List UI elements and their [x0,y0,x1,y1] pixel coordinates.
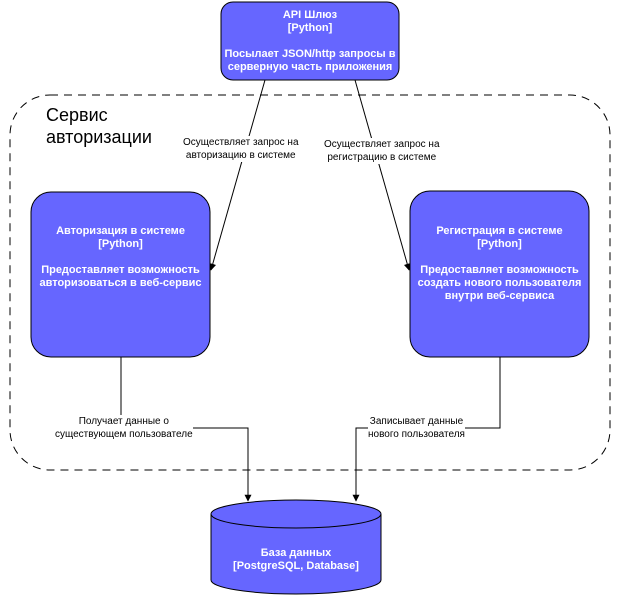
api-gateway-desc-1: Посылает JSON/http запросы в [224,47,396,60]
edge-label-auth-to-db: Получает данные о существующем пользоват… [55,415,193,441]
api-gateway-desc-2: серверную часть приложения [227,60,393,73]
boundary-title-line-2: авторизации [46,127,152,147]
auth-name: Авторизация в системе [56,224,185,237]
database-node[interactable]: База данных [PostgreSQL, Database] [211,540,381,580]
edge-label-gw-to-auth: Осуществляет запрос на авторизацию в сис… [183,136,299,162]
api-gateway-node[interactable]: API Шлюз [Python] Посылает JSON/http зап… [221,2,399,80]
edge-label-auth-to-db-line-2: существующем пользователе [55,429,193,440]
service-boundary [9,94,611,471]
auth-desc-2: авторизоваться в веб-сервис [39,276,202,289]
database-cylinder[interactable] [210,499,382,595]
api-gateway-tech: [Python] [287,21,333,34]
auth-node[interactable]: Авторизация в системе [Python] Предостав… [31,205,210,309]
edge-label-register-to-db-line-2: нового пользователя [368,429,465,440]
register-desc-2: создать нового пользователя [417,277,582,289]
database-tech: [PostgreSQL, Database] [233,560,359,572]
auth-desc-1: Предоставляет возможность [41,263,200,276]
edge-label-register-to-db-line-1: Записывает данные [369,416,464,427]
edge-label-auth-to-db-line-1: Получает данные о [78,416,169,427]
register-box[interactable] [409,190,590,358]
auth-box[interactable] [30,191,211,358]
database-name: База данных [260,547,332,559]
edge-label-gw-to-auth-line-1: Осуществляет запрос на [183,137,299,148]
boundary-title: Сервис авторизации [46,104,152,148]
edge-gw-to-auth [209,79,266,271]
register-desc-1: Предоставляет возможность [420,264,579,276]
auth-tech: [Python] [98,237,143,250]
edge-gw-to-register [354,79,411,271]
edge-label-gw-to-register: Осуществляет запрос на регистрацию в сис… [324,138,440,164]
api-gateway-box[interactable] [220,1,400,81]
edge-label-gw-to-register-line-2: регистрацию в системе [327,152,437,163]
edge-label-register-to-db: Записывает данные нового пользователя [368,415,465,441]
edge-label-gw-to-auth-line-2: авторизацию в системе [185,150,296,161]
register-node[interactable]: Регистрация в системе [Python] Предостав… [410,205,589,323]
register-name: Регистрация в системе [436,225,563,237]
register-desc-3: внутри веб-сервиса [444,290,555,302]
register-tech: [Python] [477,238,522,250]
boundary-title-line-1: Сервис [46,105,108,125]
api-gateway-name: API Шлюз [282,8,338,21]
edge-label-gw-to-register-line-1: Осуществляет запрос на [324,139,440,150]
